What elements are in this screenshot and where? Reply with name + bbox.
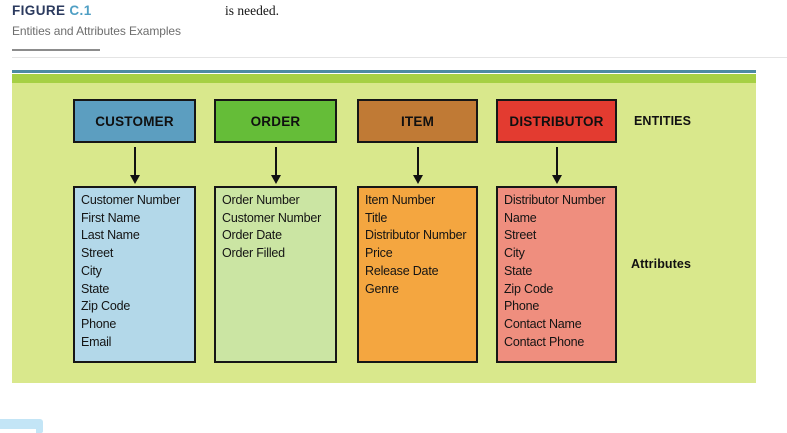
figure-top-rule bbox=[12, 70, 756, 73]
arrow-shaft bbox=[274, 147, 277, 175]
attribute-item: Release Date bbox=[365, 263, 439, 278]
arrow-down-icon bbox=[73, 147, 196, 185]
attribute-item: Contact Name bbox=[504, 316, 582, 331]
arrow-head bbox=[270, 175, 281, 184]
body-text-fragment: is needed. bbox=[225, 3, 279, 18]
attribute-item: Customer Number bbox=[81, 193, 181, 207]
attribute-item: Zip Code bbox=[81, 299, 131, 314]
arrow-shaft bbox=[416, 147, 419, 175]
caption-underline bbox=[12, 49, 100, 51]
figure-label-prefix: FIGURE bbox=[12, 3, 66, 18]
attribute-item: State bbox=[504, 263, 533, 278]
entity-header-order: ORDER bbox=[214, 99, 337, 143]
page-hairline bbox=[12, 57, 787, 58]
attribute-item: City bbox=[504, 246, 525, 261]
attribute-item: Zip Code bbox=[504, 281, 554, 296]
attribute-item: Price bbox=[365, 246, 393, 261]
attribute-item: Genre bbox=[365, 281, 399, 296]
arrow-head bbox=[551, 175, 562, 184]
attribute-item: Last Name bbox=[81, 228, 140, 243]
arrow-down-icon bbox=[496, 147, 617, 185]
attribute-item: Street bbox=[504, 228, 537, 243]
arrow-down-icon bbox=[357, 147, 478, 185]
attribute-item: Item Number bbox=[365, 193, 436, 207]
attribute-item: Name bbox=[504, 210, 537, 225]
attribute-item: City bbox=[81, 263, 102, 278]
entity-header-distributor: DISTRIBUTOR bbox=[496, 99, 617, 143]
attributes-label: Attributes bbox=[631, 257, 692, 271]
figure-caption: Entities and Attributes Examples bbox=[12, 24, 181, 38]
arrow-head bbox=[129, 175, 140, 184]
arrow-shaft bbox=[133, 147, 136, 175]
attribute-item: State bbox=[81, 281, 110, 296]
arrow-shaft bbox=[555, 147, 558, 175]
attribute-item: Contact Phone bbox=[504, 334, 585, 349]
attribute-item: Order Number bbox=[222, 193, 300, 207]
entities-label: ENTITIES bbox=[634, 114, 692, 128]
attribute-item: Phone bbox=[81, 316, 117, 331]
attribute-item: Phone bbox=[504, 299, 540, 314]
attribute-item: Distributor Number bbox=[365, 228, 467, 243]
attribute-item: Title bbox=[365, 210, 388, 225]
attribute-item: Order Filled bbox=[222, 246, 285, 261]
entity-header-customer: CUSTOMER bbox=[73, 99, 196, 143]
arrow-head bbox=[412, 175, 423, 184]
attribute-item: Email bbox=[81, 334, 112, 349]
attribute-item: Customer Number bbox=[222, 210, 322, 225]
arrow-down-icon bbox=[214, 147, 337, 185]
attribute-item: First Name bbox=[81, 210, 141, 225]
attribute-item: Order Date bbox=[222, 228, 282, 243]
figure-label-number: C.1 bbox=[69, 3, 92, 18]
page-corner-shape bbox=[36, 429, 43, 433]
attribute-item: Distributor Number bbox=[504, 193, 606, 207]
attribute-item: Street bbox=[81, 246, 114, 261]
figure-panel-top-strip bbox=[12, 74, 756, 83]
page-corner-shape bbox=[0, 419, 43, 429]
entity-header-item: ITEM bbox=[357, 99, 478, 143]
